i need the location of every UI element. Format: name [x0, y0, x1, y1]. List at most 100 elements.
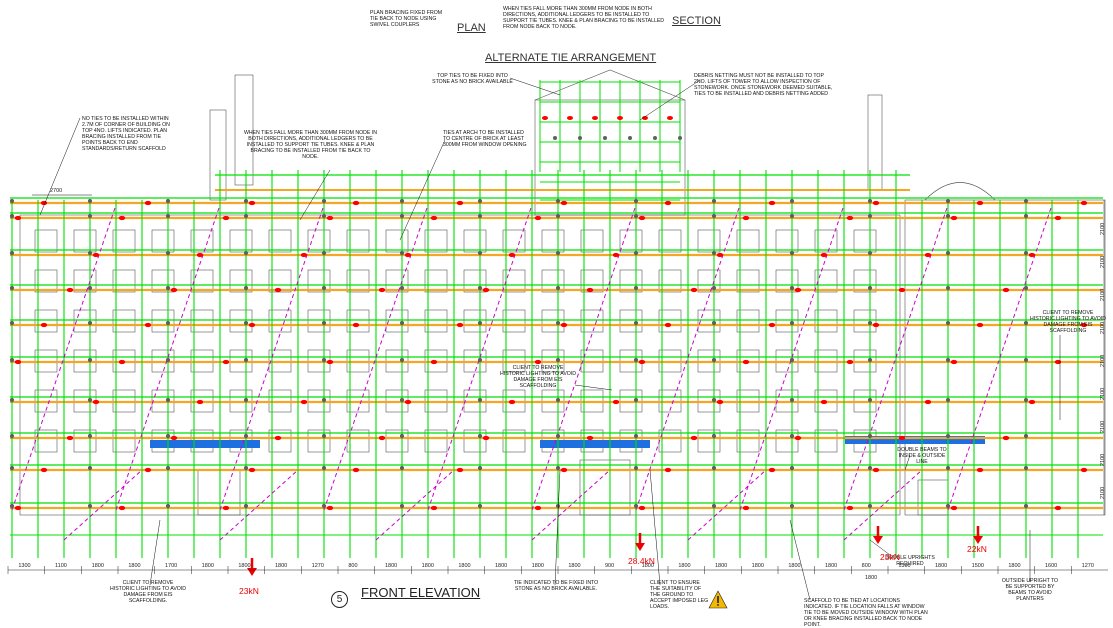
node [945, 433, 951, 439]
tie-points [14, 116, 1088, 511]
tie-point [534, 215, 542, 221]
tie-point [456, 322, 464, 328]
tie-point [352, 467, 360, 473]
bay-dimension: 1800 [458, 563, 471, 569]
window [268, 429, 292, 453]
node [789, 503, 795, 509]
window [775, 269, 799, 293]
window [619, 309, 643, 333]
tie-point [872, 467, 880, 473]
window [697, 309, 721, 333]
node [711, 465, 717, 471]
window [736, 309, 760, 333]
node [555, 357, 561, 363]
tie-point [196, 252, 204, 258]
window [463, 429, 487, 453]
node [555, 397, 561, 403]
node [243, 397, 249, 403]
tie-point [638, 215, 646, 221]
node [789, 320, 795, 326]
lift-dimension: 2100 [1100, 486, 1106, 499]
window [463, 269, 487, 293]
window [112, 229, 136, 253]
node [555, 250, 561, 256]
bay-dimension: 1800 [1008, 563, 1021, 569]
window [73, 229, 97, 253]
bay-dimension: 1700 [165, 563, 178, 569]
window [580, 309, 604, 333]
node [1023, 250, 1029, 256]
window [853, 269, 877, 293]
node [633, 250, 639, 256]
node [9, 198, 15, 204]
window [853, 229, 877, 253]
node [87, 397, 93, 403]
window [541, 269, 565, 293]
brace-base [63, 469, 143, 541]
node [243, 250, 249, 256]
tie-point [716, 252, 724, 258]
node [945, 503, 951, 509]
node [9, 285, 15, 291]
window [112, 309, 136, 333]
window [34, 229, 58, 253]
leader-line [399, 139, 446, 241]
tower-roof [534, 69, 686, 101]
node [87, 250, 93, 256]
node [867, 357, 873, 363]
window [580, 229, 604, 253]
node [321, 213, 327, 219]
tie-point [118, 359, 126, 365]
window [775, 229, 799, 253]
node [87, 357, 93, 363]
node [633, 357, 639, 363]
node [399, 357, 405, 363]
facade-main [19, 214, 901, 516]
tie-point [352, 322, 360, 328]
lift-dimension: 2100 [1100, 288, 1106, 301]
tie-point [92, 399, 100, 405]
node [399, 320, 405, 326]
tie-point [1080, 200, 1088, 206]
brace-base [375, 469, 455, 541]
node [653, 136, 657, 140]
tie-point [542, 116, 548, 120]
tie-point [592, 116, 598, 120]
node [711, 320, 717, 326]
tie-point [118, 215, 126, 221]
node [165, 198, 171, 204]
node [321, 285, 327, 291]
window [346, 229, 370, 253]
window [502, 269, 526, 293]
node [789, 357, 795, 363]
tie-point [976, 200, 984, 206]
tie-point [248, 200, 256, 206]
node [1023, 433, 1029, 439]
node [477, 397, 483, 403]
tie-point [118, 505, 126, 511]
node [243, 320, 249, 326]
window [385, 229, 409, 253]
node [243, 357, 249, 363]
node [87, 320, 93, 326]
node [399, 198, 405, 204]
window [151, 269, 175, 293]
bay-dimension: 1800 [825, 563, 838, 569]
node [165, 213, 171, 219]
door-centre [579, 459, 631, 516]
window [697, 229, 721, 253]
down-arrow-icon [873, 526, 883, 544]
node [867, 503, 873, 509]
tie-point [1054, 215, 1062, 221]
node [9, 465, 15, 471]
node [555, 213, 561, 219]
tie-point [144, 467, 152, 473]
node [633, 285, 639, 291]
window [658, 229, 682, 253]
node [711, 213, 717, 219]
node [243, 503, 249, 509]
tie-point [378, 435, 386, 441]
node [867, 433, 873, 439]
tie-point [404, 252, 412, 258]
tie-point [898, 287, 906, 293]
